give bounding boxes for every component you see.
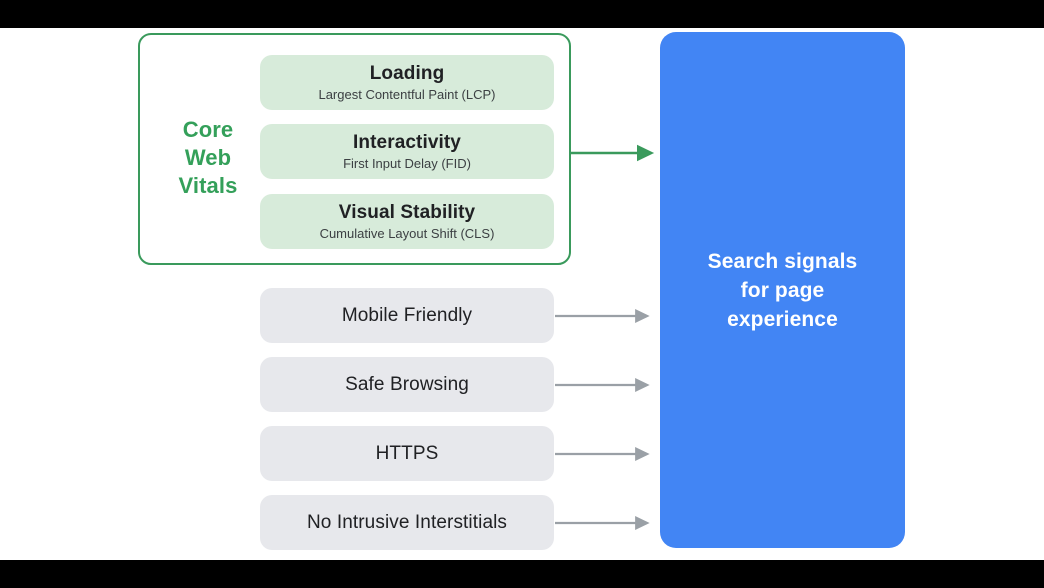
arrow-no-intrusive-interstitials-to-outcome — [555, 515, 650, 531]
metric-title-interactivity: Interactivity — [353, 132, 461, 153]
diagram-stage: Core Web Vitals Loading Largest Contentf… — [0, 28, 1044, 560]
signal-label-mobile-friendly: Mobile Friendly — [341, 305, 473, 326]
signal-label-safe-browsing: Safe Browsing — [345, 374, 469, 395]
arrow-safe-browsing-to-outcome — [555, 377, 650, 393]
metric-title-visual-stability: Visual Stability — [338, 202, 476, 223]
arrow-core-web-vitals-to-outcome — [571, 144, 655, 162]
arrow-https-to-outcome — [555, 446, 650, 462]
metric-card-loading[interactable]: Loading Largest Contentful Paint (LCP) — [260, 55, 554, 110]
outcome-text-line-1: Search signals — [707, 249, 858, 273]
outcome-text-line-2: for page — [740, 278, 825, 302]
outcome-text-line-3: experience — [727, 307, 838, 331]
signal-card-no-intrusive-interstitials[interactable]: No Intrusive Interstitials — [260, 495, 554, 550]
core-web-vitals-label-line-3: Vitals — [178, 173, 238, 198]
signal-card-mobile-friendly[interactable]: Mobile Friendly — [260, 288, 554, 343]
letterbox-bar-top — [0, 0, 1044, 28]
signal-label-no-intrusive-interstitials: No Intrusive Interstitials — [306, 512, 508, 533]
metric-title-loading: Loading — [369, 63, 445, 84]
core-web-vitals-label: Core Web Vitals — [160, 116, 256, 200]
arrow-mobile-friendly-to-outcome — [555, 308, 650, 324]
core-web-vitals-label-line-2: Web — [184, 145, 232, 170]
metric-subtitle-interactivity: First Input Delay (FID) — [343, 156, 471, 171]
metric-subtitle-visual-stability: Cumulative Layout Shift (CLS) — [319, 226, 495, 241]
signal-card-safe-browsing[interactable]: Safe Browsing — [260, 357, 554, 412]
metric-subtitle-loading: Largest Contentful Paint (LCP) — [318, 87, 496, 102]
core-web-vitals-label-line-1: Core — [182, 117, 234, 142]
signal-label-https: HTTPS — [375, 443, 439, 464]
search-signals-outcome-panel[interactable]: Search signals for page experience — [660, 32, 905, 548]
outcome-panel-text: Search signals for page experience — [683, 247, 883, 334]
metric-card-visual-stability[interactable]: Visual Stability Cumulative Layout Shift… — [260, 194, 554, 249]
signal-card-https[interactable]: HTTPS — [260, 426, 554, 481]
letterbox-bar-bottom — [0, 560, 1044, 588]
metric-card-interactivity[interactable]: Interactivity First Input Delay (FID) — [260, 124, 554, 179]
